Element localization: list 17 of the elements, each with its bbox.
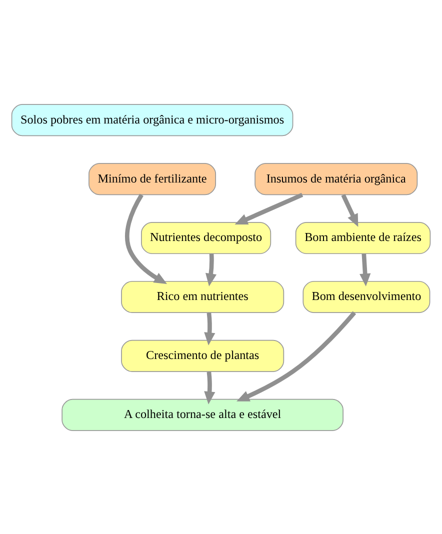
- arrow: [234, 192, 304, 224]
- arrow: [236, 310, 356, 401]
- node-box: Rico em nutrientes: [121, 280, 284, 313]
- node-box: Solos pobres em matéria orgânica e micro-organismos: [11, 104, 294, 136]
- arrow: [125, 193, 167, 284]
- node-box: A colheita torna-se alta e estável: [62, 398, 344, 430]
- arrow: [204, 371, 216, 404]
- node-box: Nutrientes decomposto: [141, 221, 272, 254]
- node-box: Minímo de fertilizante: [88, 162, 216, 195]
- arrow: [360, 253, 371, 286]
- node-box: Insumos de matéria orgânica: [254, 162, 418, 195]
- arrow: [204, 312, 216, 345]
- node-box: Bom desenvolvimento: [302, 280, 430, 313]
- node-box: Bom ambiente de raízes: [295, 221, 431, 254]
- node-box: Crescimento de plantas: [121, 339, 284, 372]
- arrow: [205, 253, 217, 286]
- arrow: [341, 194, 358, 226]
